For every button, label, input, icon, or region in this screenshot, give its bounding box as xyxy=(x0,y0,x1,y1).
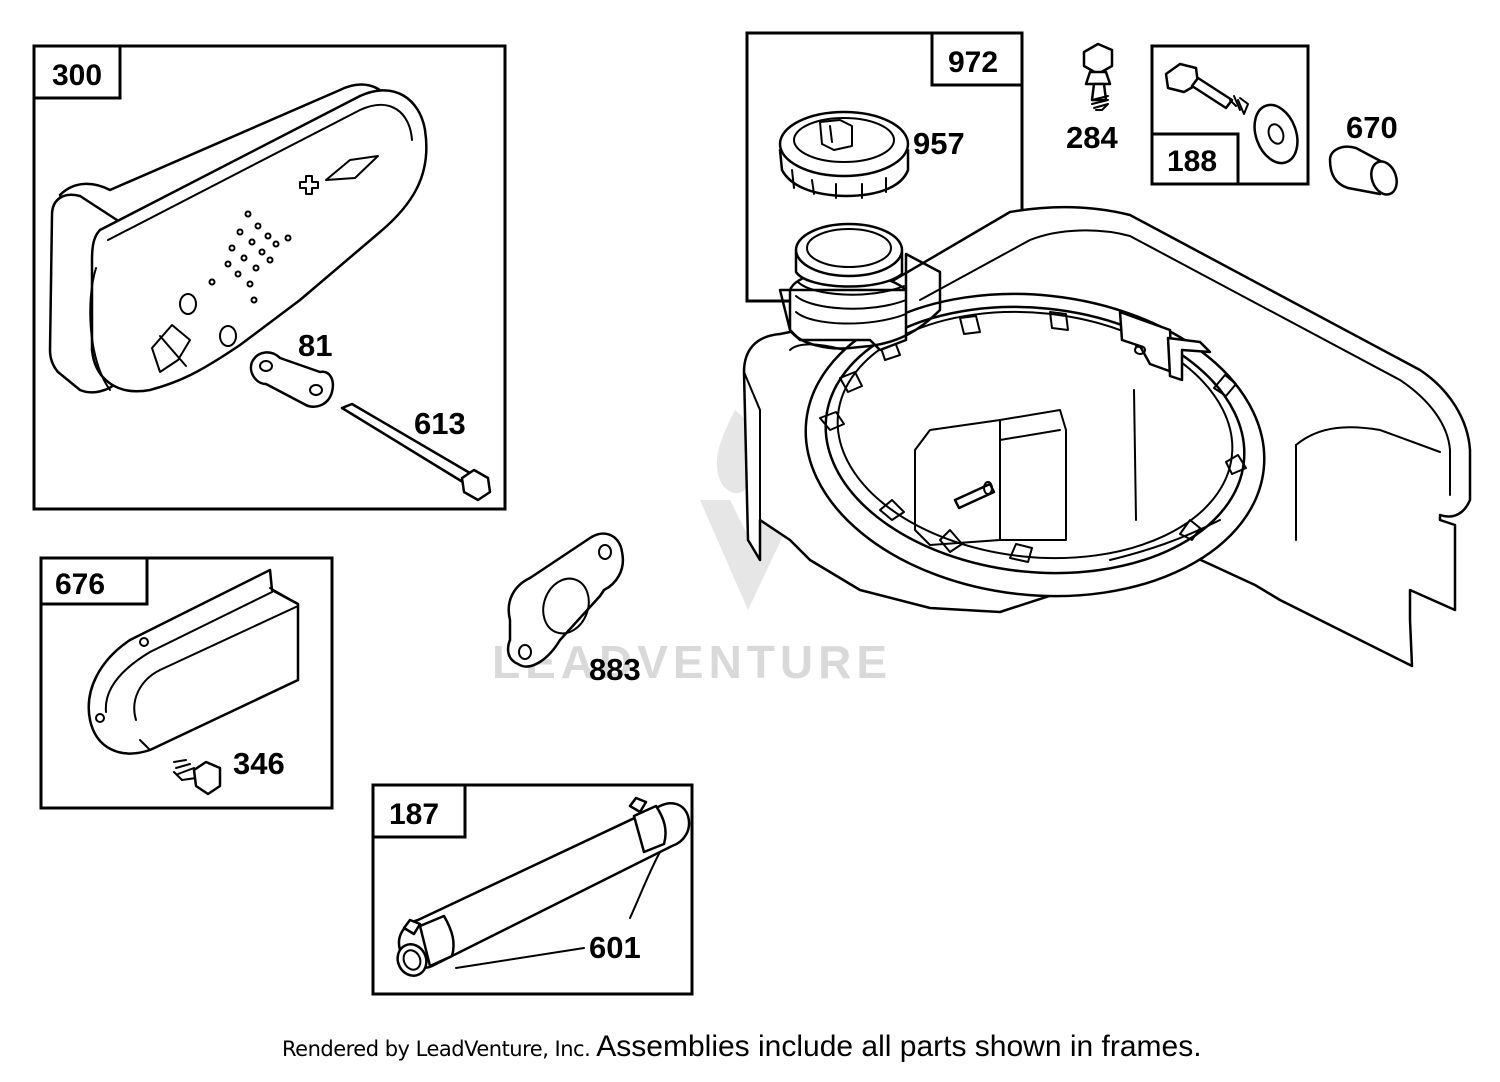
gasket-part-81 xyxy=(249,351,335,408)
callout-81: 81 xyxy=(298,328,332,363)
blower-housing-part xyxy=(742,205,1472,668)
washer-part-188 xyxy=(1253,103,1299,165)
muffler-part xyxy=(48,83,428,394)
assembly-972-label: 972 xyxy=(948,46,998,79)
screw-part-346 xyxy=(173,759,222,796)
screw-part-284 xyxy=(1082,42,1114,111)
callout-883: 883 xyxy=(589,652,641,687)
assembly-188-label: 188 xyxy=(1167,145,1217,178)
assembly-187-frame: 187 xyxy=(371,783,694,996)
assembly-972-frame: 972 xyxy=(745,31,1024,303)
footer: Rendered by LeadVenture, Inc.Assemblies … xyxy=(282,1030,1292,1074)
assembly-187-label: 187 xyxy=(389,798,439,831)
callout-601-leader xyxy=(455,851,661,969)
gasket-part-883 xyxy=(506,532,625,668)
bolt-part-188 xyxy=(1164,62,1249,115)
tube-part-187 xyxy=(396,796,691,977)
assembly-676-frame: 676 xyxy=(39,556,334,810)
footer-note: Assemblies include all parts shown in fr… xyxy=(596,1030,1202,1063)
footer-credit: Rendered by LeadVenture, Inc. xyxy=(282,1037,591,1061)
callout-613: 613 xyxy=(414,406,466,441)
callout-670: 670 xyxy=(1346,110,1398,145)
callout-346: 346 xyxy=(233,746,285,781)
callout-601: 601 xyxy=(589,930,641,965)
bolt-part-613 xyxy=(340,402,492,502)
assembly-300-label: 300 xyxy=(52,59,102,92)
callout-957: 957 xyxy=(913,126,965,161)
assembly-676-label: 676 xyxy=(55,568,105,601)
fuel-cap-part-957 xyxy=(778,110,910,199)
heat-shield-part-676 xyxy=(87,568,300,755)
assembly-300-frame: 300 xyxy=(32,44,507,511)
spacer-part-670 xyxy=(1328,145,1398,196)
callout-284: 284 xyxy=(1066,120,1118,155)
assembly-188-frame: 188 xyxy=(1150,44,1310,186)
